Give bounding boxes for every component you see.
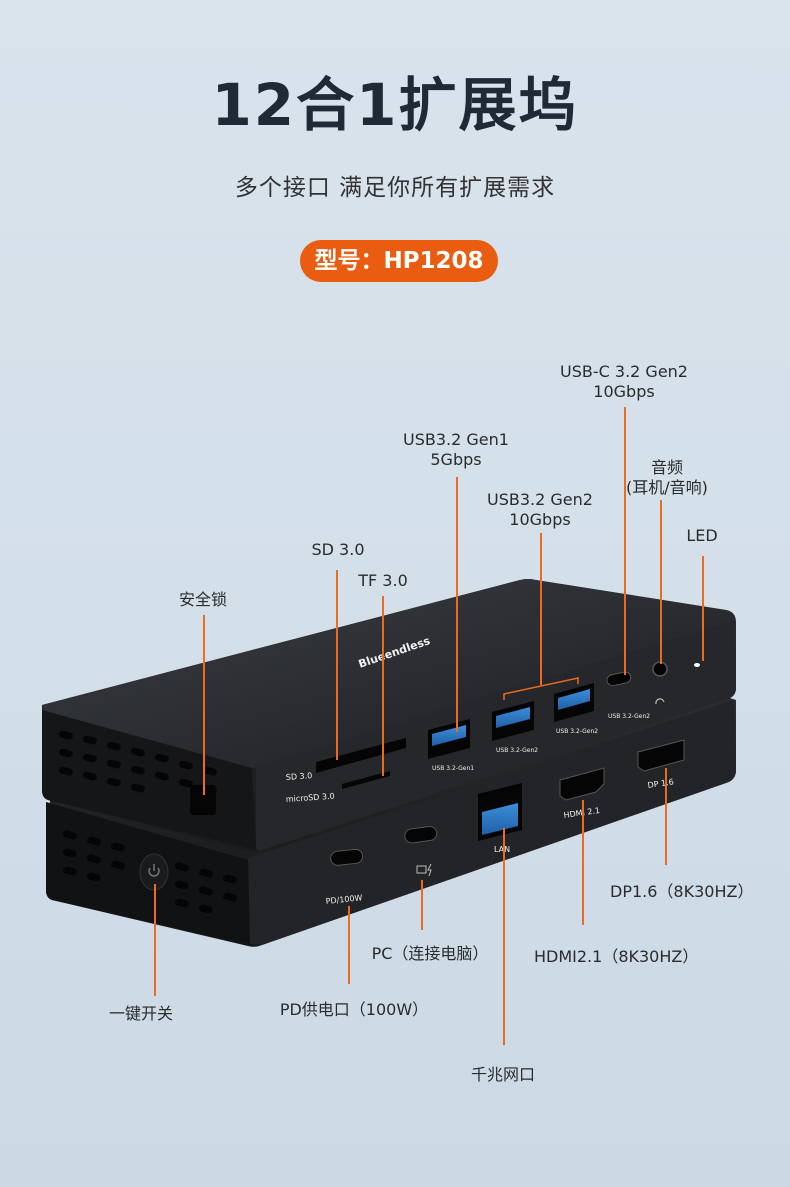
line-sd <box>336 570 338 760</box>
label-audio: 音频 (耳机/音响) <box>626 458 708 497</box>
usb-c-gen2-port <box>606 671 632 687</box>
audio-jack <box>652 661 668 677</box>
laptop-icon <box>416 865 427 874</box>
dp-port-label: DP 1.6 <box>647 777 674 790</box>
lower-vents <box>63 830 237 914</box>
pc-usb-c-port <box>404 825 438 844</box>
label-led: LED <box>686 526 718 545</box>
lightning-icon <box>427 863 432 877</box>
usb-a-gen2-label-1: USB 3.2-Gen2 <box>496 747 538 754</box>
page-title: 12合1扩展坞 <box>211 71 579 139</box>
label-pc: PC（连接电脑） <box>371 944 489 963</box>
label-hdmi: HDMI2.1（8K30HZ） <box>534 947 699 966</box>
line-pd <box>348 906 350 984</box>
usb-gen2-bracket <box>503 677 579 700</box>
page-subtitle: 多个接口 满足你所有扩展需求 <box>234 175 556 201</box>
line-pc <box>421 880 423 930</box>
power-icon <box>148 864 160 877</box>
sd-port-label: SD 3.0 <box>286 771 313 782</box>
lan-port <box>478 783 522 841</box>
lan-port-label: LAN <box>494 845 510 854</box>
sd-slot <box>316 738 406 773</box>
label-lan: 千兆网口 <box>470 1065 535 1084</box>
hdmi-port <box>559 767 605 801</box>
label-power: 一键开关 <box>108 1004 173 1023</box>
usb-a-gen2-port-2 <box>554 683 594 722</box>
power-button[interactable] <box>139 853 169 891</box>
line-lock <box>203 615 205 795</box>
led-indicator <box>694 663 700 667</box>
pd-usb-c-port <box>330 848 364 866</box>
line-usb-gen1 <box>456 477 458 732</box>
label-usb-gen2: USB3.2 Gen2 10Gbps <box>487 490 593 529</box>
security-lock-slot <box>190 785 216 815</box>
microsd-port-label: microSD 3.0 <box>286 792 335 804</box>
line-dp <box>665 768 667 865</box>
label-sd: SD 3.0 <box>311 540 365 559</box>
tf-slot <box>342 771 390 789</box>
line-tf <box>382 596 384 776</box>
model-badge: 型号：HP1208 <box>300 240 498 282</box>
line-audio <box>660 500 662 664</box>
usb-a-gen2-label-2: USB 3.2-Gen2 <box>556 728 598 735</box>
line-hdmi <box>582 800 584 925</box>
line-usb-gen2 <box>540 533 542 685</box>
label-dp: DP1.6（8K30HZ） <box>610 882 754 901</box>
line-lan <box>503 828 505 1045</box>
usb-a-gen2-port-1 <box>492 701 534 741</box>
label-usbc-gen2: USB-C 3.2 Gen2 10Gbps <box>560 362 688 401</box>
upper-vents <box>59 730 217 794</box>
line-usbc <box>624 407 626 675</box>
headphone-icon <box>655 698 665 705</box>
usb-a-gen1-label: USB 3.2-Gen1 <box>432 765 474 772</box>
label-pd: PD供电口（100W） <box>279 1000 429 1019</box>
dp-port <box>637 739 685 772</box>
label-lock: 安全锁 <box>178 590 227 609</box>
label-usb-gen1: USB3.2 Gen1 5Gbps <box>403 430 509 469</box>
pd-port-label: PD/100W <box>325 893 363 906</box>
line-power <box>154 884 156 996</box>
usb-a-gen1-port <box>428 719 470 759</box>
usb-c-gen2-label: USB 3.2-Gen2 <box>608 713 650 720</box>
line-led <box>702 556 704 661</box>
label-tf: TF 3.0 <box>358 571 408 590</box>
